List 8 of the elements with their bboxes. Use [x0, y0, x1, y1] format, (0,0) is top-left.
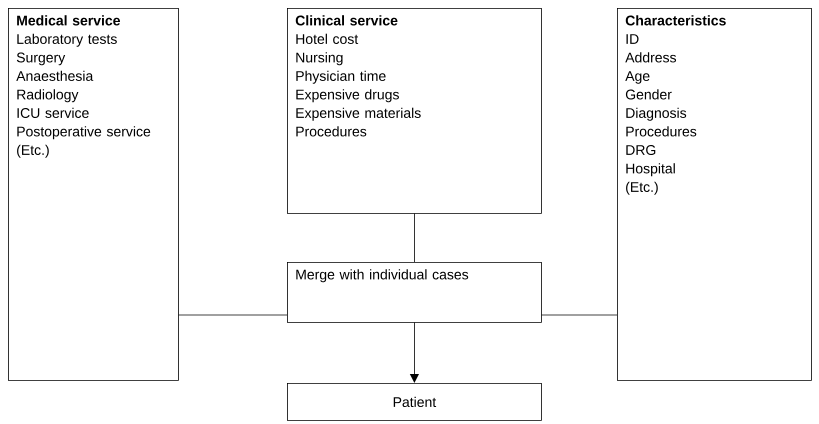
process-box: Merge with individual cases — [287, 262, 542, 323]
list-box: Medical service Laboratory tests Surgery Anaesthesia Radiology ICU service Postoperative service (Etc.) — [8, 8, 179, 381]
list-box: Clinical service Hotel cost Nursing Physician time Expensive drugs Expensive materials Procedures — [287, 8, 542, 214]
connector-line — [541, 314, 618, 316]
result-box: Patient — [287, 383, 542, 421]
connector-line — [414, 213, 415, 262]
connector-line — [178, 314, 288, 316]
list-box: Characteristics ID Address Age Gender Diagnosis Procedures DRG Hospital (Etc.) — [617, 8, 812, 381]
